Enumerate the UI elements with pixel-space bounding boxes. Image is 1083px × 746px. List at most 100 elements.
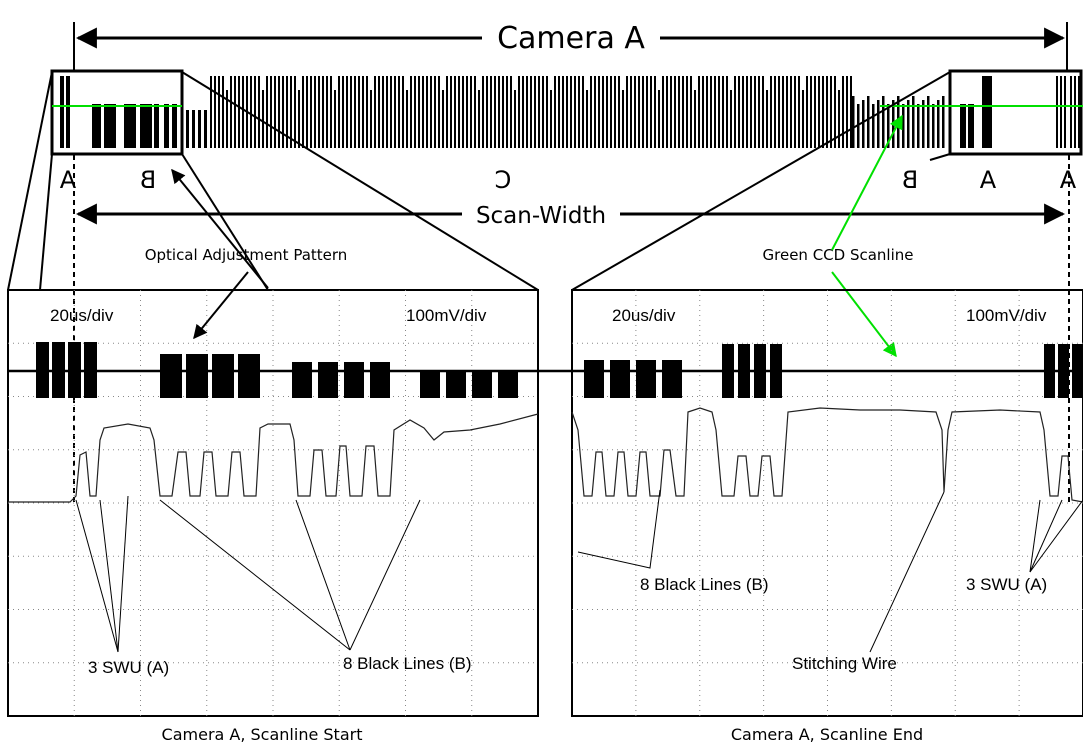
zone-label-b-left: B [140, 166, 156, 194]
pattern-bar [877, 100, 880, 148]
pattern-bar [222, 76, 224, 148]
pattern-bar [550, 90, 552, 148]
black-line-block [472, 370, 492, 398]
pattern-bar [450, 76, 452, 148]
pattern-bar [510, 76, 512, 148]
pattern-bar [462, 76, 464, 148]
pattern-bar [826, 76, 828, 148]
zone-label-a-right: A [980, 166, 997, 194]
pattern-bar [478, 90, 480, 148]
pattern-bar [968, 104, 974, 148]
pattern-bar [912, 96, 915, 148]
signal-trace [571, 407, 1083, 503]
leader-line [159, 499, 351, 651]
pattern-bar [164, 104, 169, 148]
pattern-bar [390, 76, 392, 148]
pattern-bar [466, 76, 468, 148]
pattern-bar [622, 90, 624, 148]
signal-trace [8, 413, 539, 503]
pattern-bar [274, 76, 276, 148]
pattern-bar [534, 76, 536, 148]
pattern-bar [558, 76, 560, 148]
pattern-bar [810, 76, 812, 148]
pattern-bar [746, 76, 748, 148]
scan-width-dimension: Scan-Width [75, 203, 1066, 229]
pattern-bar [154, 104, 159, 148]
pattern-bar [434, 76, 436, 148]
pattern-bar [798, 76, 800, 148]
black-line-block [318, 362, 338, 398]
pattern-bar [474, 76, 476, 148]
right-time-div: 20us/div [612, 306, 676, 325]
pattern-bar [818, 76, 820, 148]
pattern-bar [778, 76, 780, 148]
black-line-block [446, 370, 466, 398]
pattern-bar [494, 76, 496, 148]
pattern-bar [590, 76, 592, 148]
pattern-bar [602, 76, 604, 148]
pattern-bar [570, 76, 572, 148]
pattern-bar [642, 76, 644, 148]
pattern-bar [738, 76, 740, 148]
optical-pattern-label: Optical Adjustment Pattern [145, 246, 348, 264]
pattern-bar [378, 76, 380, 148]
pattern-bar [606, 76, 608, 148]
pattern-bar [346, 76, 348, 148]
pattern-bar [422, 76, 424, 148]
pattern-bar [718, 76, 720, 148]
pattern-bar [662, 76, 664, 148]
pattern-bar [418, 76, 420, 148]
pattern-bar [722, 76, 724, 148]
right-volt-div: 100mV/div [966, 306, 1047, 325]
pattern-bar [554, 76, 556, 148]
pattern-bar [638, 76, 640, 148]
pattern-bar [682, 76, 684, 148]
pattern-bar [794, 76, 796, 148]
pattern-bar [790, 76, 792, 148]
pattern-bar [430, 76, 432, 148]
pattern-bar [92, 104, 101, 148]
pattern-bar [750, 76, 752, 148]
left-zoom-box [50, 69, 184, 156]
right-swu-label: 3 SWU (A) [966, 575, 1047, 594]
pattern-bar [386, 76, 388, 148]
pattern-bar [104, 104, 116, 148]
pattern-bar [942, 96, 945, 148]
pattern-bar [60, 76, 64, 148]
pattern-arrow-up [171, 168, 269, 289]
pattern-bar [438, 76, 440, 148]
pattern-bar [366, 76, 368, 148]
pattern-bar [802, 90, 804, 148]
pattern-bar [822, 76, 824, 148]
pattern-bar [698, 76, 700, 148]
pattern-bar [1056, 76, 1058, 148]
pattern-bar [530, 76, 532, 148]
pattern-bar [937, 100, 940, 148]
pattern-bar [922, 100, 925, 148]
pattern-bar [838, 90, 840, 148]
zone-label-b-right: B [902, 166, 918, 194]
pattern-bar [522, 76, 524, 148]
leader-line [1029, 499, 1041, 573]
black-line-block [292, 362, 312, 398]
pattern-bar [960, 104, 966, 148]
pattern-bar [907, 100, 910, 148]
pattern-bar [490, 76, 492, 148]
pattern-bar [250, 76, 252, 148]
pattern-bar [766, 90, 768, 148]
pattern-bar [310, 76, 312, 148]
pattern-bar [678, 76, 680, 148]
pattern-bar [358, 76, 360, 148]
pattern-bar [586, 90, 588, 148]
pattern-bar [334, 90, 336, 148]
pattern-bar [626, 76, 628, 148]
pattern-bar [674, 76, 676, 148]
leader-line [75, 499, 119, 653]
leader-line [1029, 499, 1083, 573]
pattern-bar [578, 76, 580, 148]
pattern-bar [318, 76, 320, 148]
pattern-bar [186, 110, 189, 148]
pattern-bar [1060, 76, 1062, 148]
leader-line [577, 489, 661, 569]
